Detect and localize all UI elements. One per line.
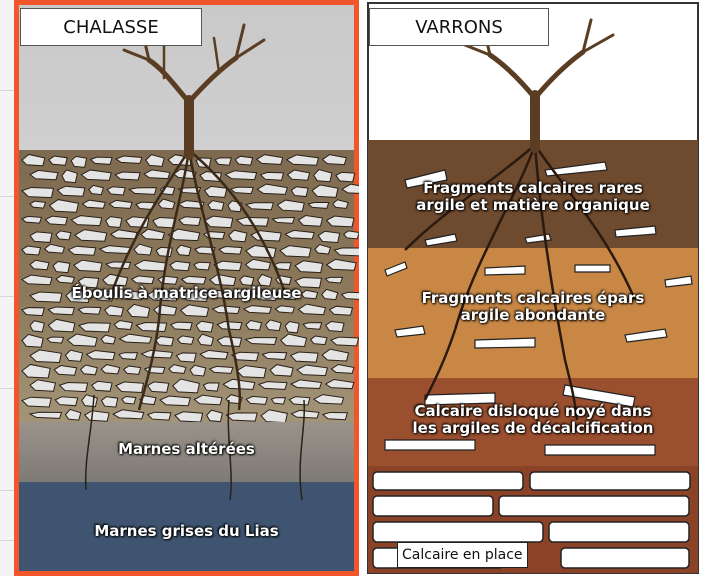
label-fragments-rares-line1: Fragments calcaires rares [365, 180, 701, 197]
label-calcaire-disloque-line1: Calcaire disloqué noyé dans [365, 403, 701, 420]
rubble-stone [285, 321, 299, 332]
rubble-stone [30, 321, 44, 332]
rubble-stone [122, 396, 136, 404]
label-eboulis: Éboulis à matrice argileuse [14, 285, 359, 302]
rubble-stone [311, 336, 327, 345]
rubble-stone [246, 321, 262, 331]
varrons-title: VARRONS [369, 8, 549, 46]
rubble-stone [291, 187, 308, 197]
rubble-stone [196, 321, 213, 332]
rubble-stone [114, 321, 132, 330]
label-fragments-epars: Fragments calcaires épars argile abondan… [365, 290, 701, 325]
chalasse-title: CHALASSE [20, 8, 202, 46]
rubble-stone [89, 185, 103, 194]
label-calcaire-disloque: Calcaire disloqué noyé dans les argiles … [365, 403, 701, 438]
label-calcaire-disloque-line2: les argiles de décalcification [365, 420, 701, 437]
rubble-stone [49, 156, 67, 165]
rubble-stone [71, 156, 86, 167]
rubble-stone [235, 156, 252, 165]
label-marnes-grises: Marnes grises du Lias [14, 523, 359, 540]
rubble-stone [53, 261, 70, 272]
label-fragments-rares-line2: argile et matière organique [365, 197, 701, 214]
rubble-stone [124, 366, 141, 374]
left-edge-strip [0, 0, 14, 576]
label-fragments-epars-line1: Fragments calcaires épars [365, 290, 701, 307]
rubble-stone [22, 246, 41, 255]
label-marnes-alterees: Marnes altérées [14, 441, 359, 458]
label-fragments-epars-line2: argile abondante [365, 307, 701, 324]
rubble-stone [106, 217, 122, 228]
rubble-stone [326, 322, 344, 332]
varrons-panel: VARRONS Fragments calcaires rares argile… [365, 0, 701, 576]
rubble-stone [56, 231, 71, 240]
rubble-stone [92, 381, 112, 391]
rubble-stone [56, 275, 74, 283]
rubble-stone [208, 201, 224, 211]
varrons-soil-diagram [365, 0, 701, 576]
rubble-stone [178, 336, 194, 344]
rubble-stone [105, 306, 124, 316]
rubble-stone [155, 336, 173, 345]
rubble-stone [101, 397, 117, 407]
chalasse-panel: CHALASSE Éboulis à matrice argileuse Mar… [14, 0, 359, 576]
label-fragments-rares: Fragments calcaires rares argile et mati… [365, 180, 701, 215]
rubble-stone [318, 231, 340, 242]
rubble-stone [205, 186, 227, 197]
label-calcaire-en-place: Calcaire en place [397, 542, 528, 568]
